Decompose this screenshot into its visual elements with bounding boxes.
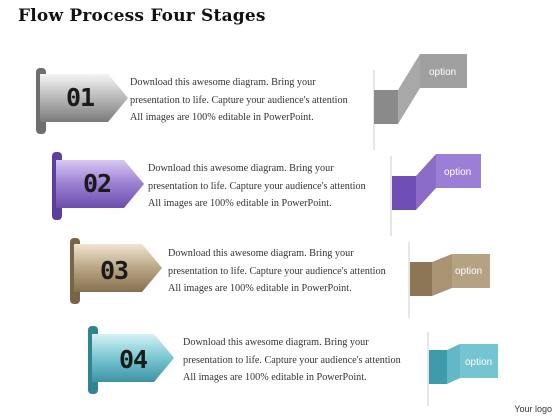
stage-1-line-1: Download this awesome diagram. Bring you… [130, 77, 316, 88]
stage-4-number: 04 [119, 345, 148, 374]
logo-text: Your logo [514, 404, 552, 414]
stage-1-arrow [40, 74, 128, 122]
stage-1-text: Download this awesome diagram. Bring you… [130, 74, 348, 127]
stage-1-line-2: presentation to life. Capture your audie… [130, 94, 348, 106]
stage-3-line-1: Download this awesome diagram. Bring you… [168, 248, 354, 259]
stage-4-box-tag [460, 344, 498, 378]
stage-1-option-label: option [429, 67, 457, 78]
stage-2-line-1: Download this awesome diagram. Bring you… [148, 163, 334, 174]
stage-3-line-2: presentation to life. Capture your audie… [168, 265, 386, 277]
stage-4-option-label: option [465, 357, 493, 368]
stage-2-box-side [416, 154, 436, 210]
stage-4-box-front [429, 350, 447, 384]
stage-3-line-3: All images are 100% editable in PowerPoi… [168, 283, 352, 294]
stage-3-option-label: option [455, 266, 483, 277]
stage-2-text: Download this awesome diagram. Bring you… [148, 160, 366, 213]
stage-1-box-tag [420, 54, 467, 88]
stage-2-line-2: presentation to life. Capture your audie… [148, 180, 366, 192]
stage-1-box-front [374, 90, 398, 124]
stage-4-line-3: All images are 100% editable in PowerPoi… [183, 372, 367, 383]
stage-2-arrow [56, 160, 144, 208]
stage-4-text: Download this awesome diagram. Bring you… [183, 334, 401, 387]
stage-2-option-label: option [444, 167, 472, 178]
stage-4-line-2: presentation to life. Capture your audie… [183, 354, 401, 366]
stage-3-box-tag [452, 254, 490, 288]
stage-3-arrow [74, 244, 162, 292]
stage-2-box-front [392, 176, 416, 210]
stage-2-box-tag [436, 154, 481, 188]
stage-2-line-3: All images are 100% editable in PowerPoi… [148, 198, 332, 209]
stage-4-box-side [447, 344, 460, 384]
stage-3-number: 03 [100, 256, 129, 285]
stage-3-box-front [410, 262, 432, 296]
stage-2-number: 02 [83, 169, 112, 198]
stage-1-box-side [398, 54, 420, 124]
stage-4-arrow [92, 334, 174, 382]
page-title: Flow Process Four Stages [18, 6, 266, 26]
stage-3-box-side [432, 254, 452, 296]
stage-1-number: 01 [66, 83, 95, 112]
stage-4-line-1: Download this awesome diagram. Bring you… [183, 337, 369, 348]
stage-3-text: Download this awesome diagram. Bring you… [168, 245, 386, 298]
stage-1-line-3: All images are 100% editable in PowerPoi… [130, 112, 314, 123]
